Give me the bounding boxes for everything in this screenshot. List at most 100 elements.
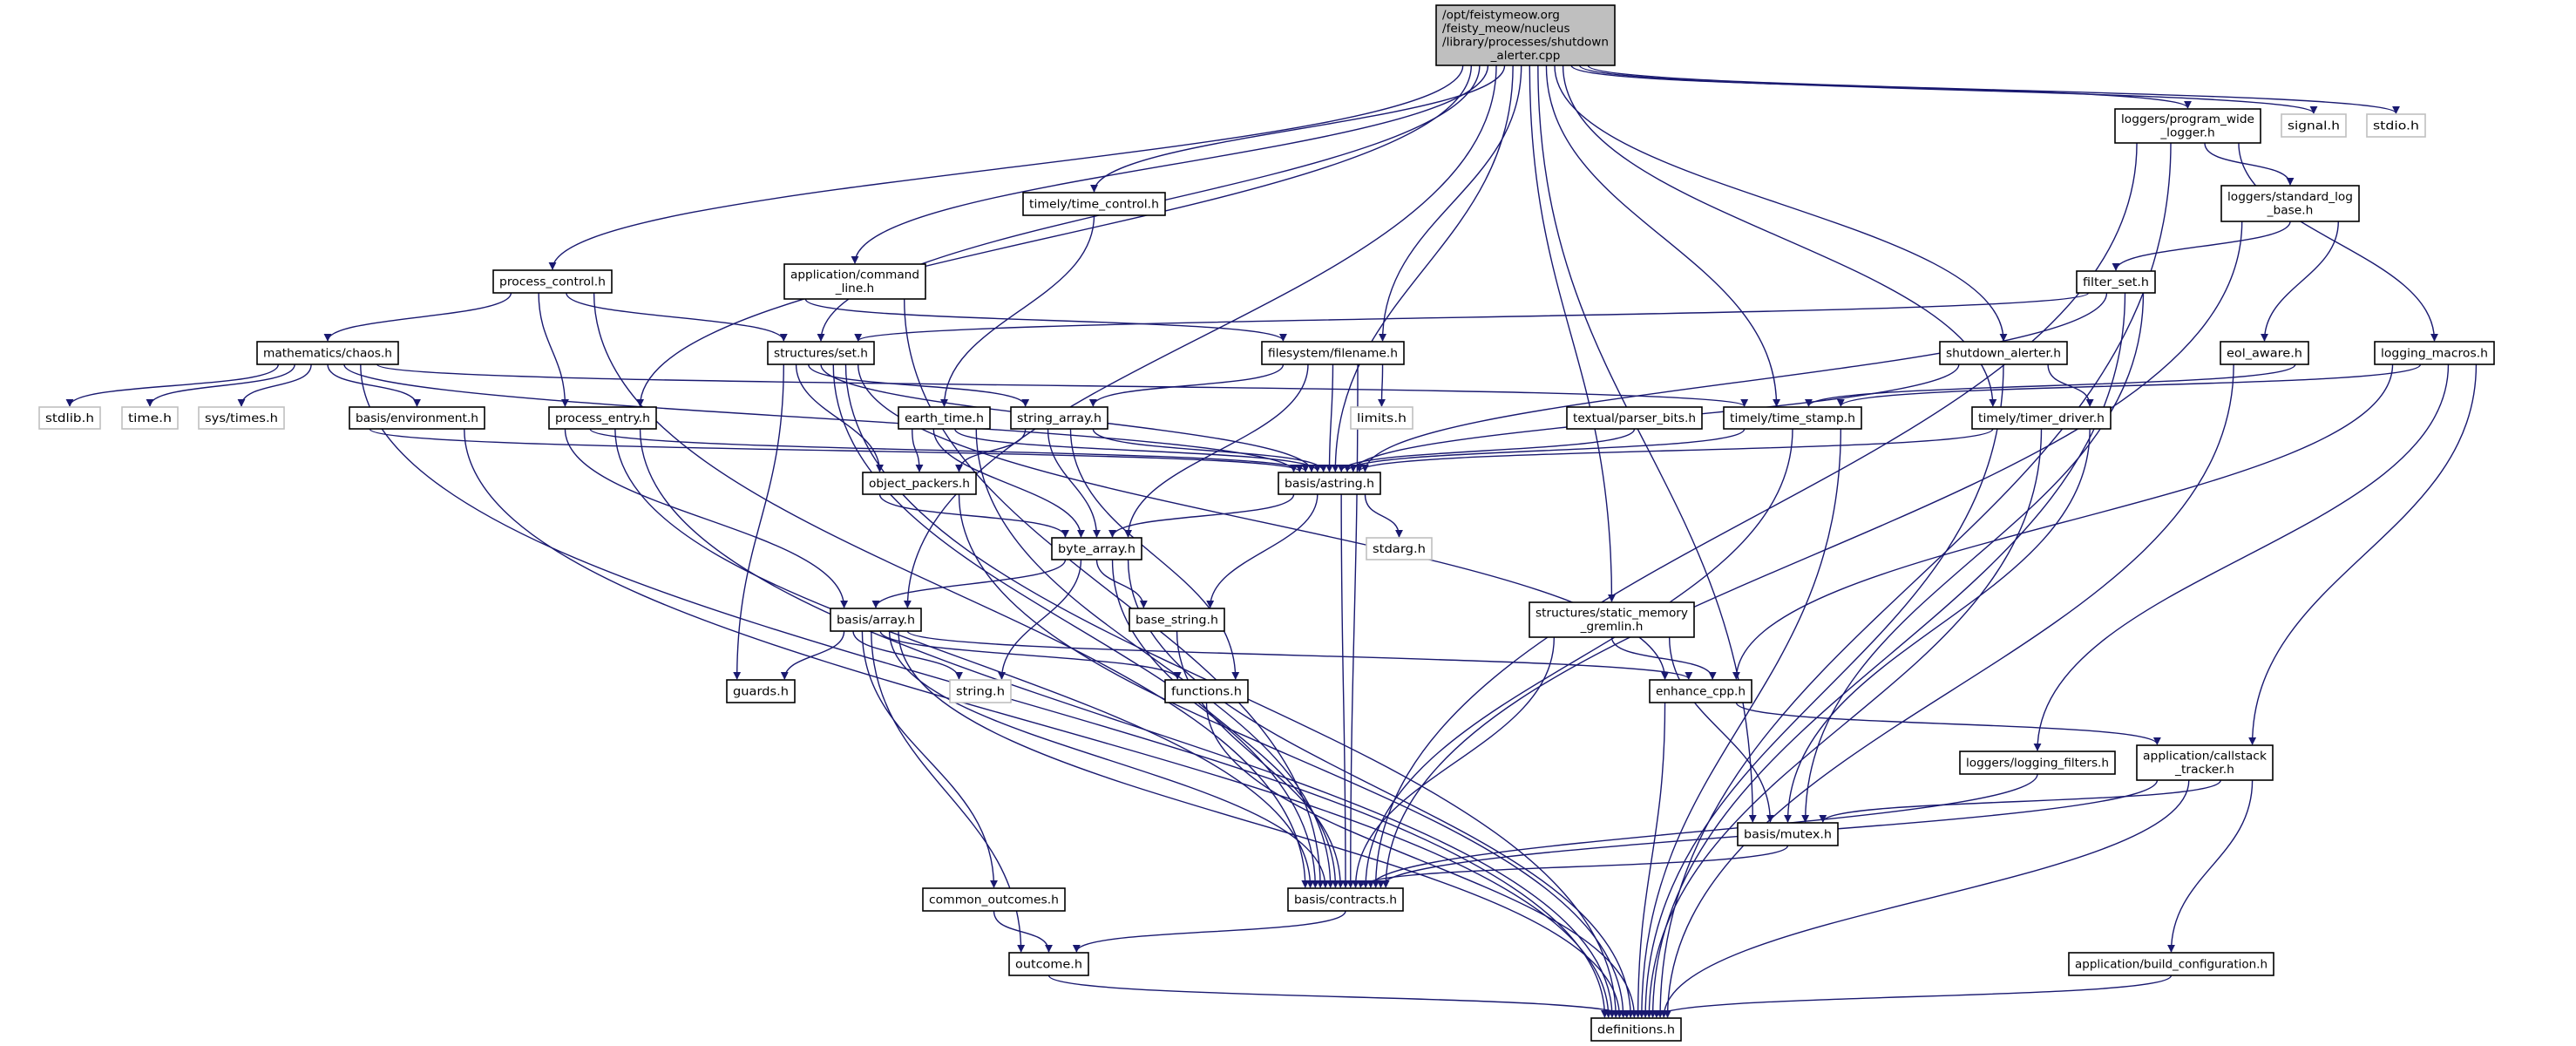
edge-timer_driver-to-astring bbox=[1355, 428, 1994, 472]
node-root[interactable]: /opt/feistymeow.org/feisty_meow/nucleus/… bbox=[1435, 4, 1616, 66]
node-command-line[interactable]: application/command_line.h bbox=[783, 263, 926, 300]
node-array[interactable]: basis/array.h bbox=[830, 608, 922, 632]
node-definitions[interactable]: definitions.h bbox=[1590, 1017, 1682, 1042]
node-guards[interactable]: guards.h bbox=[726, 679, 796, 703]
edge-logging_macros-to-logging_filters bbox=[2033, 363, 2450, 751]
node-chaos[interactable]: mathematics/chaos.h bbox=[256, 341, 399, 365]
node-enhance-cpp[interactable]: enhance_cpp.h bbox=[1649, 679, 1752, 703]
node-outcome[interactable]: outcome.h bbox=[1008, 952, 1089, 976]
node-string-h[interactable]: string.h bbox=[949, 679, 1012, 703]
node-stdlib[interactable]: stdlib.h bbox=[38, 406, 101, 430]
node-limits[interactable]: limits.h bbox=[1350, 406, 1413, 430]
node-label: sys/times.h bbox=[205, 412, 278, 425]
node-label: /library/processes/shutdown bbox=[1442, 37, 1609, 50]
node-stdarg[interactable]: stdarg.h bbox=[1366, 537, 1433, 560]
node-signal[interactable]: signal.h bbox=[2281, 113, 2347, 138]
edge-root-to-time_control bbox=[1090, 65, 1506, 193]
node-label: object_packers.h bbox=[869, 478, 970, 491]
node-label: application/build_configuration.h bbox=[2075, 958, 2268, 971]
node-program-wide-logger[interactable]: loggers/program_wide_logger.h bbox=[2114, 108, 2261, 144]
node-shutdown-alerter[interactable]: shutdown_alerter.h bbox=[1939, 341, 2068, 365]
node-string-array[interactable]: string_array.h bbox=[1010, 406, 1108, 430]
node-callstack-tracker[interactable]: application/callstack_tracker.h bbox=[2136, 744, 2274, 781]
edge-process_entry-to-array bbox=[564, 428, 849, 608]
node-mutex[interactable]: basis/mutex.h bbox=[1737, 822, 1839, 846]
edge-process_entry-to-astring bbox=[589, 428, 1310, 472]
node-box bbox=[726, 679, 796, 703]
node-environment[interactable]: basis/environment.h bbox=[349, 406, 485, 430]
node-eol-aware[interactable]: eol_aware.h bbox=[2220, 341, 2309, 365]
node-filter-set[interactable]: filter_set.h bbox=[2076, 270, 2156, 294]
node-time-control[interactable]: timely/time_control.h bbox=[1022, 192, 1166, 216]
edge-standard_log_base-to-contracts bbox=[1381, 221, 2243, 888]
node-stdio[interactable]: stdio.h bbox=[2366, 113, 2426, 138]
edge-root-to-astring bbox=[1331, 65, 1514, 472]
edge-gremlin-to-contracts bbox=[1352, 636, 1556, 888]
edge-filter_set-to-astring bbox=[1361, 292, 2108, 472]
node-box bbox=[1164, 679, 1249, 703]
edge-root-to-signal bbox=[1578, 65, 2318, 114]
node-box bbox=[1566, 406, 1703, 430]
node-label: _alerter.cpp bbox=[1490, 50, 1561, 63]
node-box bbox=[1287, 887, 1404, 912]
edge-byte_array-to-array bbox=[871, 559, 1067, 608]
node-logging-macros[interactable]: logging_macros.h bbox=[2374, 341, 2495, 365]
node-label: timely/timer_driver.h bbox=[1978, 412, 2105, 425]
edge-root-to-time_stamp bbox=[1545, 65, 1781, 407]
node-build-configuration[interactable]: application/build_configuration.h bbox=[2068, 952, 2274, 976]
node-object-packers[interactable]: object_packers.h bbox=[862, 472, 977, 495]
node-filename[interactable]: filesystem/filename.h bbox=[1261, 341, 1405, 365]
node-box bbox=[198, 406, 285, 430]
node-parser-bits[interactable]: textual/parser_bits.h bbox=[1566, 406, 1703, 430]
node-sys-times[interactable]: sys/times.h bbox=[198, 406, 285, 430]
edge-environment-to-definitions bbox=[464, 428, 1613, 1018]
edge-time_control-to-earth_time bbox=[940, 214, 1095, 407]
edge-command_line-to-filename bbox=[804, 298, 1287, 342]
node-label: mathematics/chaos.h bbox=[263, 347, 392, 360]
edge-array-to-definitions bbox=[898, 630, 1624, 1018]
node-gremlin[interactable]: structures/static_memory_gremlin.h bbox=[1529, 601, 1695, 638]
node-box bbox=[1971, 406, 2112, 430]
node-functions[interactable]: functions.h bbox=[1164, 679, 1249, 703]
node-label: stdlib.h bbox=[45, 412, 94, 425]
node-logging-filters[interactable]: loggers/logging_filters.h bbox=[1959, 751, 2116, 775]
edge-chaos-to-sys_times bbox=[237, 363, 312, 407]
edge-root-to-command_line bbox=[851, 65, 1489, 264]
node-timer-driver[interactable]: timely/timer_driver.h bbox=[1971, 406, 2112, 430]
node-box bbox=[949, 679, 1012, 703]
node-box bbox=[1350, 406, 1413, 430]
node-label: filter_set.h bbox=[2083, 276, 2149, 289]
node-contracts[interactable]: basis/contracts.h bbox=[1287, 887, 1404, 912]
node-label: guards.h bbox=[733, 685, 789, 698]
edge-astring-to-byte_array bbox=[1108, 493, 1295, 538]
node-standard-log-base[interactable]: loggers/standard_log_base.h bbox=[2220, 185, 2360, 222]
edge-earth_time-to-object_packers bbox=[912, 428, 924, 472]
node-time-stamp[interactable]: timely/time_stamp.h bbox=[1723, 406, 1862, 430]
node-process-control[interactable]: process_control.h bbox=[492, 269, 613, 294]
edge-command_line-to-contracts bbox=[904, 298, 1325, 888]
node-box bbox=[38, 406, 101, 430]
node-box bbox=[767, 341, 875, 365]
edge-array-to-guards bbox=[780, 630, 845, 680]
node-label: eol_aware.h bbox=[2227, 347, 2302, 360]
node-byte-array[interactable]: byte_array.h bbox=[1051, 537, 1142, 560]
edge-enhance_cpp-to-definitions bbox=[1634, 702, 1666, 1018]
edge-array-to-enhance_cpp bbox=[906, 630, 1693, 680]
node-base-string[interactable]: base_string.h bbox=[1129, 608, 1225, 632]
node-set[interactable]: structures/set.h bbox=[767, 341, 875, 365]
node-label: signal.h bbox=[2288, 119, 2340, 132]
edge-earth_time-to-astring bbox=[954, 428, 1322, 472]
node-common-outcomes[interactable]: common_outcomes.h bbox=[922, 887, 1066, 912]
edge-timer_driver-to-definitions bbox=[1644, 428, 2043, 1018]
edge-byte_array-to-base_string bbox=[1095, 559, 1148, 608]
node-box bbox=[830, 608, 922, 632]
node-time-h[interactable]: time.h bbox=[121, 406, 179, 430]
edge-parser_bits-to-astring bbox=[1337, 428, 1636, 472]
edge-time_stamp-to-contracts bbox=[1361, 428, 1793, 888]
node-astring[interactable]: basis/astring.h bbox=[1278, 472, 1381, 495]
edge-program_wide_logger-to-definitions bbox=[1656, 142, 2172, 1018]
node-earth-time[interactable]: earth_time.h bbox=[898, 406, 991, 430]
edge-array-to-string_h bbox=[852, 630, 963, 680]
node-label: timely/time_control.h bbox=[1029, 198, 1159, 211]
node-process-entry[interactable]: process_entry.h bbox=[548, 406, 657, 430]
